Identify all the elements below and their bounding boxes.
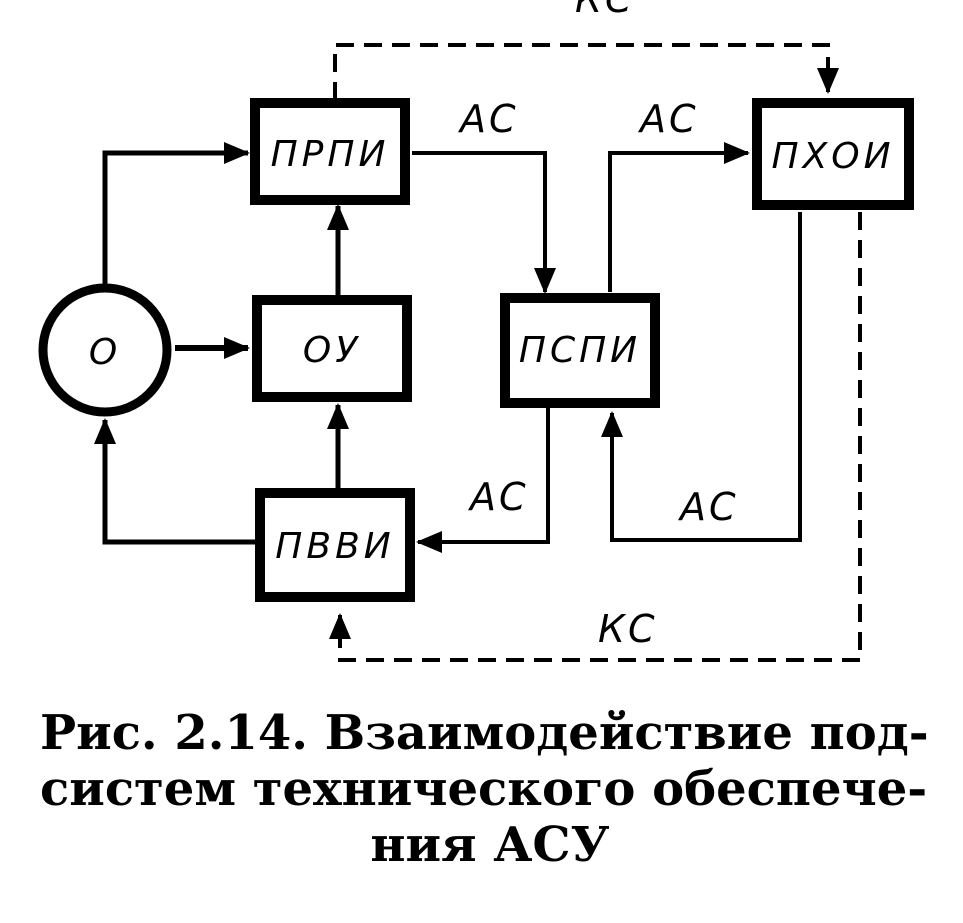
block-pspi: ПСПИ <box>500 293 660 408</box>
ks-top-line <box>333 43 839 100</box>
as-pspi-pxoi-label: АС <box>637 97 699 141</box>
block-pspi-label: ПСПИ <box>519 330 641 371</box>
line-o-to-prpi <box>102 142 250 285</box>
line-pspi-to-pvvi <box>416 405 550 553</box>
caption-line-2: систем технического обеспече- <box>40 761 928 817</box>
block-pxoi-label: ПХОИ <box>772 136 895 177</box>
as-pspi-pvvi-label: АС <box>467 475 529 519</box>
block-prpi: ПРПИ <box>250 98 410 205</box>
line-pxoi-to-pspi <box>601 212 802 542</box>
block-ou-label: ОУ <box>303 330 361 371</box>
figure-caption: Рис. 2.14. Взаимодействие под- систем те… <box>40 705 940 873</box>
block-o-label: О <box>89 332 121 373</box>
caption-line-1: Рис. 2.14. Взаимодействие под- <box>40 705 929 761</box>
block-prpi-label: ПРПИ <box>271 134 390 175</box>
as-prpi-pspi-label: АС <box>457 97 519 141</box>
block-o: О <box>38 283 172 417</box>
block-diagram: КС КС АС АС АС АС О ПРПИ ОУ ПСПИ ПХОИ <box>38 0 914 662</box>
caption-line-3: ния АСУ <box>370 817 610 873</box>
line-prpi-to-pspi <box>412 151 556 294</box>
ks-bottom-line <box>329 212 862 662</box>
ks-bottom-label: КС <box>598 607 658 651</box>
ks-top-label: КС <box>575 0 635 21</box>
line-pvvi-to-o <box>94 418 258 545</box>
block-pvvi: ПВВИ <box>255 488 415 602</box>
as-pxoi-pspi-label: АС <box>677 485 739 529</box>
block-pvvi-label: ПВВИ <box>275 526 394 567</box>
line-pspi-to-pxoi <box>608 142 750 292</box>
block-pxoi: ПХОИ <box>752 98 914 210</box>
block-ou: ОУ <box>252 295 412 402</box>
